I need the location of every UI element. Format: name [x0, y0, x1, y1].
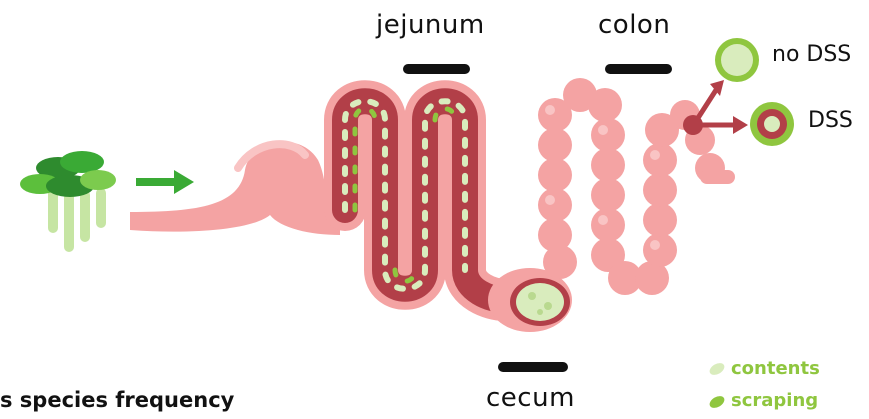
arrow-right-icon — [136, 170, 194, 194]
jejunum-label: jejunum — [376, 10, 485, 40]
dss-section — [750, 102, 794, 146]
legend-contents: contents — [731, 358, 820, 379]
no-dss-label: no DSS — [772, 42, 851, 67]
contents-swatch — [708, 361, 727, 378]
caption-text: s species frequency — [0, 388, 234, 412]
scraping-swatch — [708, 394, 727, 411]
dss-label: DSS — [808, 108, 853, 133]
cecum-label: cecum — [486, 383, 575, 413]
jejunum-bar — [403, 64, 470, 74]
arrow-icon — [698, 80, 748, 134]
colon-label: colon — [598, 10, 670, 40]
colon-bar — [605, 64, 672, 74]
no-dss-section — [715, 38, 759, 82]
bacteria-cluster-icon — [20, 151, 116, 252]
cecum-bar — [498, 362, 568, 372]
legend-scraping: scraping — [731, 390, 818, 411]
